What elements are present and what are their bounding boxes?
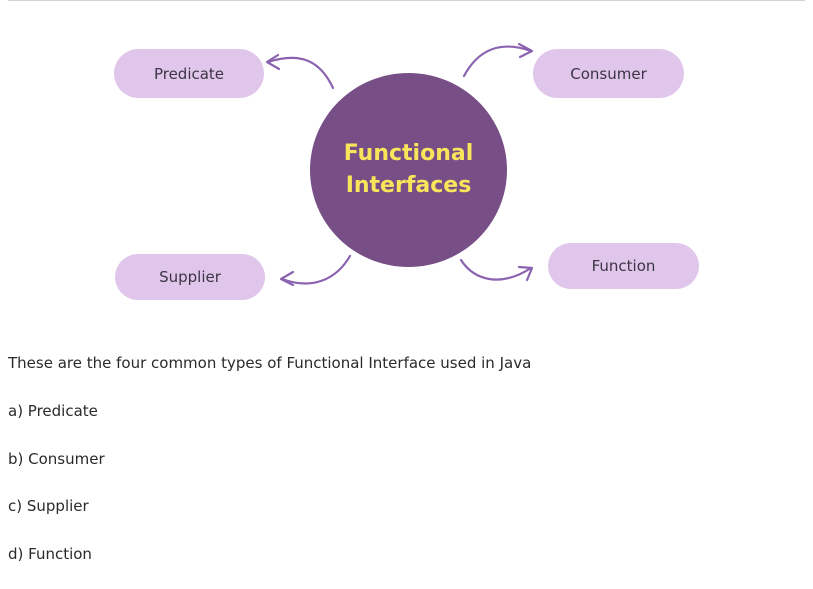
- arrow-to-predicate: [266, 56, 335, 90]
- predicate-label: Predicate: [153, 64, 225, 83]
- center-title-line-1: Functional: [343, 141, 474, 166]
- list-item-consumer: b) Consumer: [8, 450, 105, 468]
- function-node: Function: [548, 243, 699, 289]
- predicate-node: Predicate: [114, 49, 264, 98]
- function-label: Function: [591, 257, 656, 275]
- arrow-to-supplier: [280, 254, 352, 285]
- arrowhead-consumer: [517, 42, 534, 59]
- arrowhead-predicate: [265, 53, 281, 71]
- functional-interfaces-diagram: Predicate Consumer Supplier Function Fun…: [114, 42, 699, 300]
- list-item-supplier: c) Supplier: [8, 497, 89, 515]
- top-divider: [8, 0, 805, 1]
- functional-interfaces-center: Functional Interfaces: [310, 73, 507, 267]
- supplier-node: Supplier: [115, 254, 265, 300]
- arrowhead-function: [517, 265, 534, 282]
- arrow-to-consumer: [462, 45, 533, 78]
- arrow-to-function: [459, 258, 533, 281]
- supplier-label: Supplier: [159, 268, 221, 286]
- arrows-layer: [265, 42, 534, 287]
- arrowhead-supplier: [279, 270, 295, 287]
- intro-text: These are the four common types of Funct…: [8, 354, 532, 372]
- list-item-predicate: a) Predicate: [8, 402, 98, 420]
- consumer-label: Consumer: [570, 64, 647, 83]
- center-title-line-2: Interfaces: [345, 173, 472, 198]
- list-item-function: d) Function: [8, 545, 92, 563]
- consumer-node: Consumer: [533, 49, 684, 98]
